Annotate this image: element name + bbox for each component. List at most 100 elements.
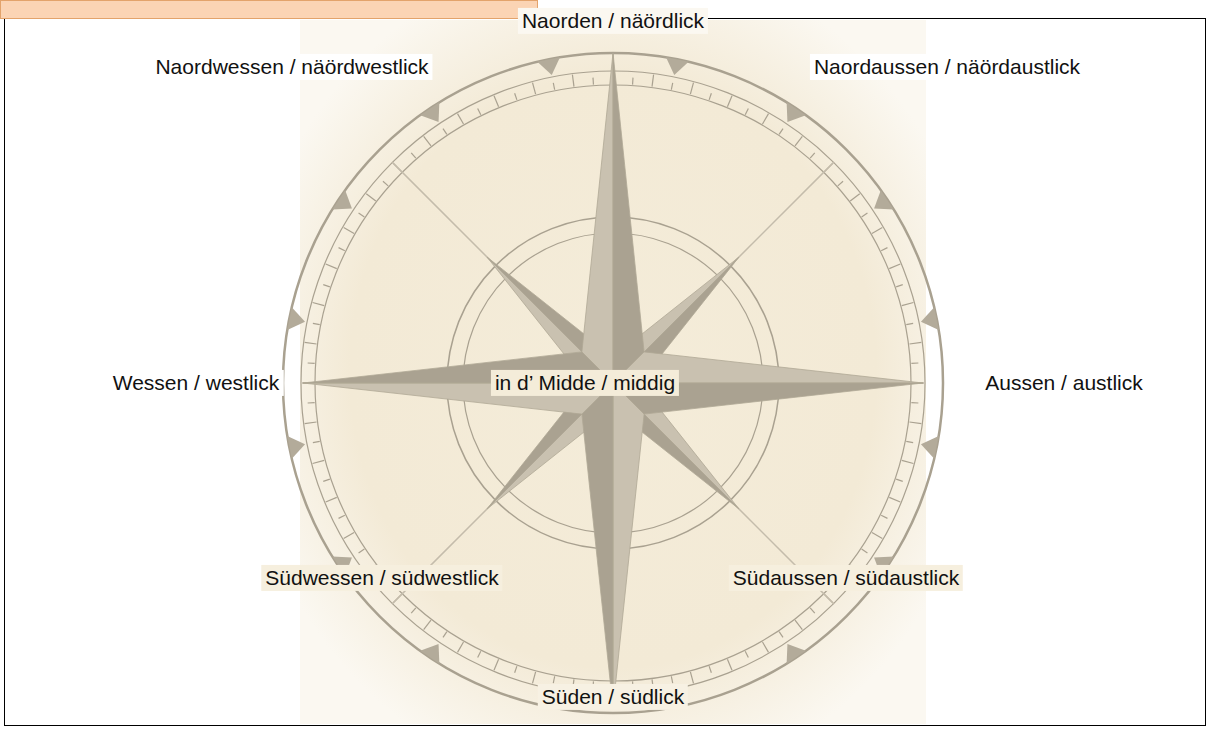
compass-tick bbox=[902, 460, 914, 463]
direction-label: in d’ Midde / middig bbox=[491, 370, 679, 396]
compass-tick bbox=[881, 515, 887, 518]
compass-tick bbox=[745, 651, 748, 657]
compass-tick bbox=[344, 228, 354, 234]
compass-tick bbox=[862, 549, 868, 553]
compass-tick bbox=[572, 75, 574, 87]
compass-tick bbox=[592, 78, 594, 85]
rim-marker bbox=[420, 102, 439, 122]
compass-tick bbox=[515, 93, 517, 100]
direction-label: Wessen / westlick bbox=[109, 370, 284, 396]
header-tab bbox=[1, 1, 538, 19]
compass-tick bbox=[872, 228, 882, 234]
star-point bbox=[613, 383, 644, 708]
compass-tick bbox=[313, 323, 320, 324]
compass-tick bbox=[889, 264, 900, 269]
compass-tick bbox=[424, 136, 431, 146]
compass-tick bbox=[838, 181, 843, 186]
frame bbox=[5, 19, 1206, 726]
compass-tick bbox=[411, 608, 416, 613]
compass-tick bbox=[911, 362, 918, 364]
compass-tick bbox=[339, 248, 345, 251]
compass-tick bbox=[553, 676, 554, 683]
compass-tick bbox=[515, 666, 517, 673]
rim-marker bbox=[420, 644, 439, 664]
star-point bbox=[582, 383, 613, 708]
compass-tick bbox=[443, 632, 447, 638]
compass-tick bbox=[909, 422, 921, 424]
direction-label: Naordwessen / näördwestlick bbox=[151, 54, 432, 80]
compass-tick bbox=[881, 248, 887, 251]
compass-tick bbox=[896, 285, 903, 287]
rim-marker bbox=[537, 57, 560, 75]
rim-marker bbox=[921, 436, 939, 459]
rim-marker bbox=[287, 307, 305, 330]
rim-marker bbox=[666, 57, 689, 75]
compass-tick bbox=[690, 672, 693, 684]
compass-tick bbox=[795, 620, 802, 630]
rose-line bbox=[613, 162, 834, 383]
compass-tick bbox=[810, 153, 815, 158]
rim-marker bbox=[787, 644, 806, 664]
compass-tick bbox=[458, 114, 464, 124]
compass-tick bbox=[478, 651, 481, 657]
compass-tick bbox=[326, 264, 337, 269]
direction-label: Naorden / näördlick bbox=[518, 8, 708, 34]
compass-tick bbox=[652, 75, 654, 87]
compass-tick bbox=[308, 362, 315, 364]
compass-tick bbox=[763, 114, 769, 124]
compass-ring bbox=[283, 53, 943, 713]
compass-tick bbox=[779, 129, 783, 135]
compass-tick bbox=[458, 642, 464, 652]
compass-tick bbox=[366, 194, 376, 201]
compass-tick bbox=[632, 78, 634, 85]
compass-tick bbox=[862, 213, 868, 217]
direction-label: Südaussen / südaustlick bbox=[729, 565, 963, 591]
compass-tick bbox=[339, 515, 345, 518]
compass-tick bbox=[779, 632, 783, 638]
star-point bbox=[582, 53, 613, 383]
compass-tick bbox=[359, 549, 365, 553]
compass-tick bbox=[850, 194, 860, 201]
compass-tick bbox=[411, 153, 416, 158]
compass-tick bbox=[533, 672, 536, 684]
compass-tick bbox=[383, 181, 388, 186]
compass-tick bbox=[323, 479, 330, 481]
compass-tick bbox=[671, 676, 672, 683]
compass-tick bbox=[727, 96, 732, 107]
compass-tick bbox=[494, 659, 499, 670]
compass-tick bbox=[494, 96, 499, 107]
compass-tick bbox=[326, 497, 337, 502]
compass-tick bbox=[810, 608, 815, 613]
rim-marker bbox=[874, 190, 894, 209]
compass-tick bbox=[872, 533, 882, 539]
compass-tick bbox=[313, 460, 325, 463]
compass-tick bbox=[359, 213, 365, 217]
compass-tick bbox=[313, 303, 325, 306]
compass-tick bbox=[553, 83, 554, 90]
direction-label: Aussen / austlick bbox=[981, 370, 1147, 396]
star-point bbox=[613, 53, 644, 383]
compass-tick bbox=[709, 93, 711, 100]
compass-tick bbox=[889, 497, 900, 502]
rim-marker bbox=[787, 102, 806, 122]
compass-tick bbox=[323, 285, 330, 287]
compass-tick bbox=[896, 479, 903, 481]
direction-label: Südwessen / südwestlick bbox=[261, 565, 502, 591]
compass-tick bbox=[906, 441, 913, 442]
compass-tick bbox=[795, 136, 802, 146]
compass-tick bbox=[911, 402, 918, 404]
rose-line bbox=[392, 162, 613, 383]
rim-marker bbox=[921, 307, 939, 330]
compass-tick bbox=[745, 109, 748, 115]
compass-tick bbox=[344, 533, 354, 539]
compass-tick bbox=[424, 620, 431, 630]
compass-rose bbox=[283, 53, 943, 713]
compass-tick bbox=[906, 323, 913, 324]
rim-marker bbox=[332, 190, 352, 209]
compass-tick bbox=[909, 342, 921, 344]
rim-marker bbox=[287, 436, 305, 459]
direction-label: Süden / südlick bbox=[538, 684, 688, 710]
compass-tick bbox=[305, 342, 317, 344]
